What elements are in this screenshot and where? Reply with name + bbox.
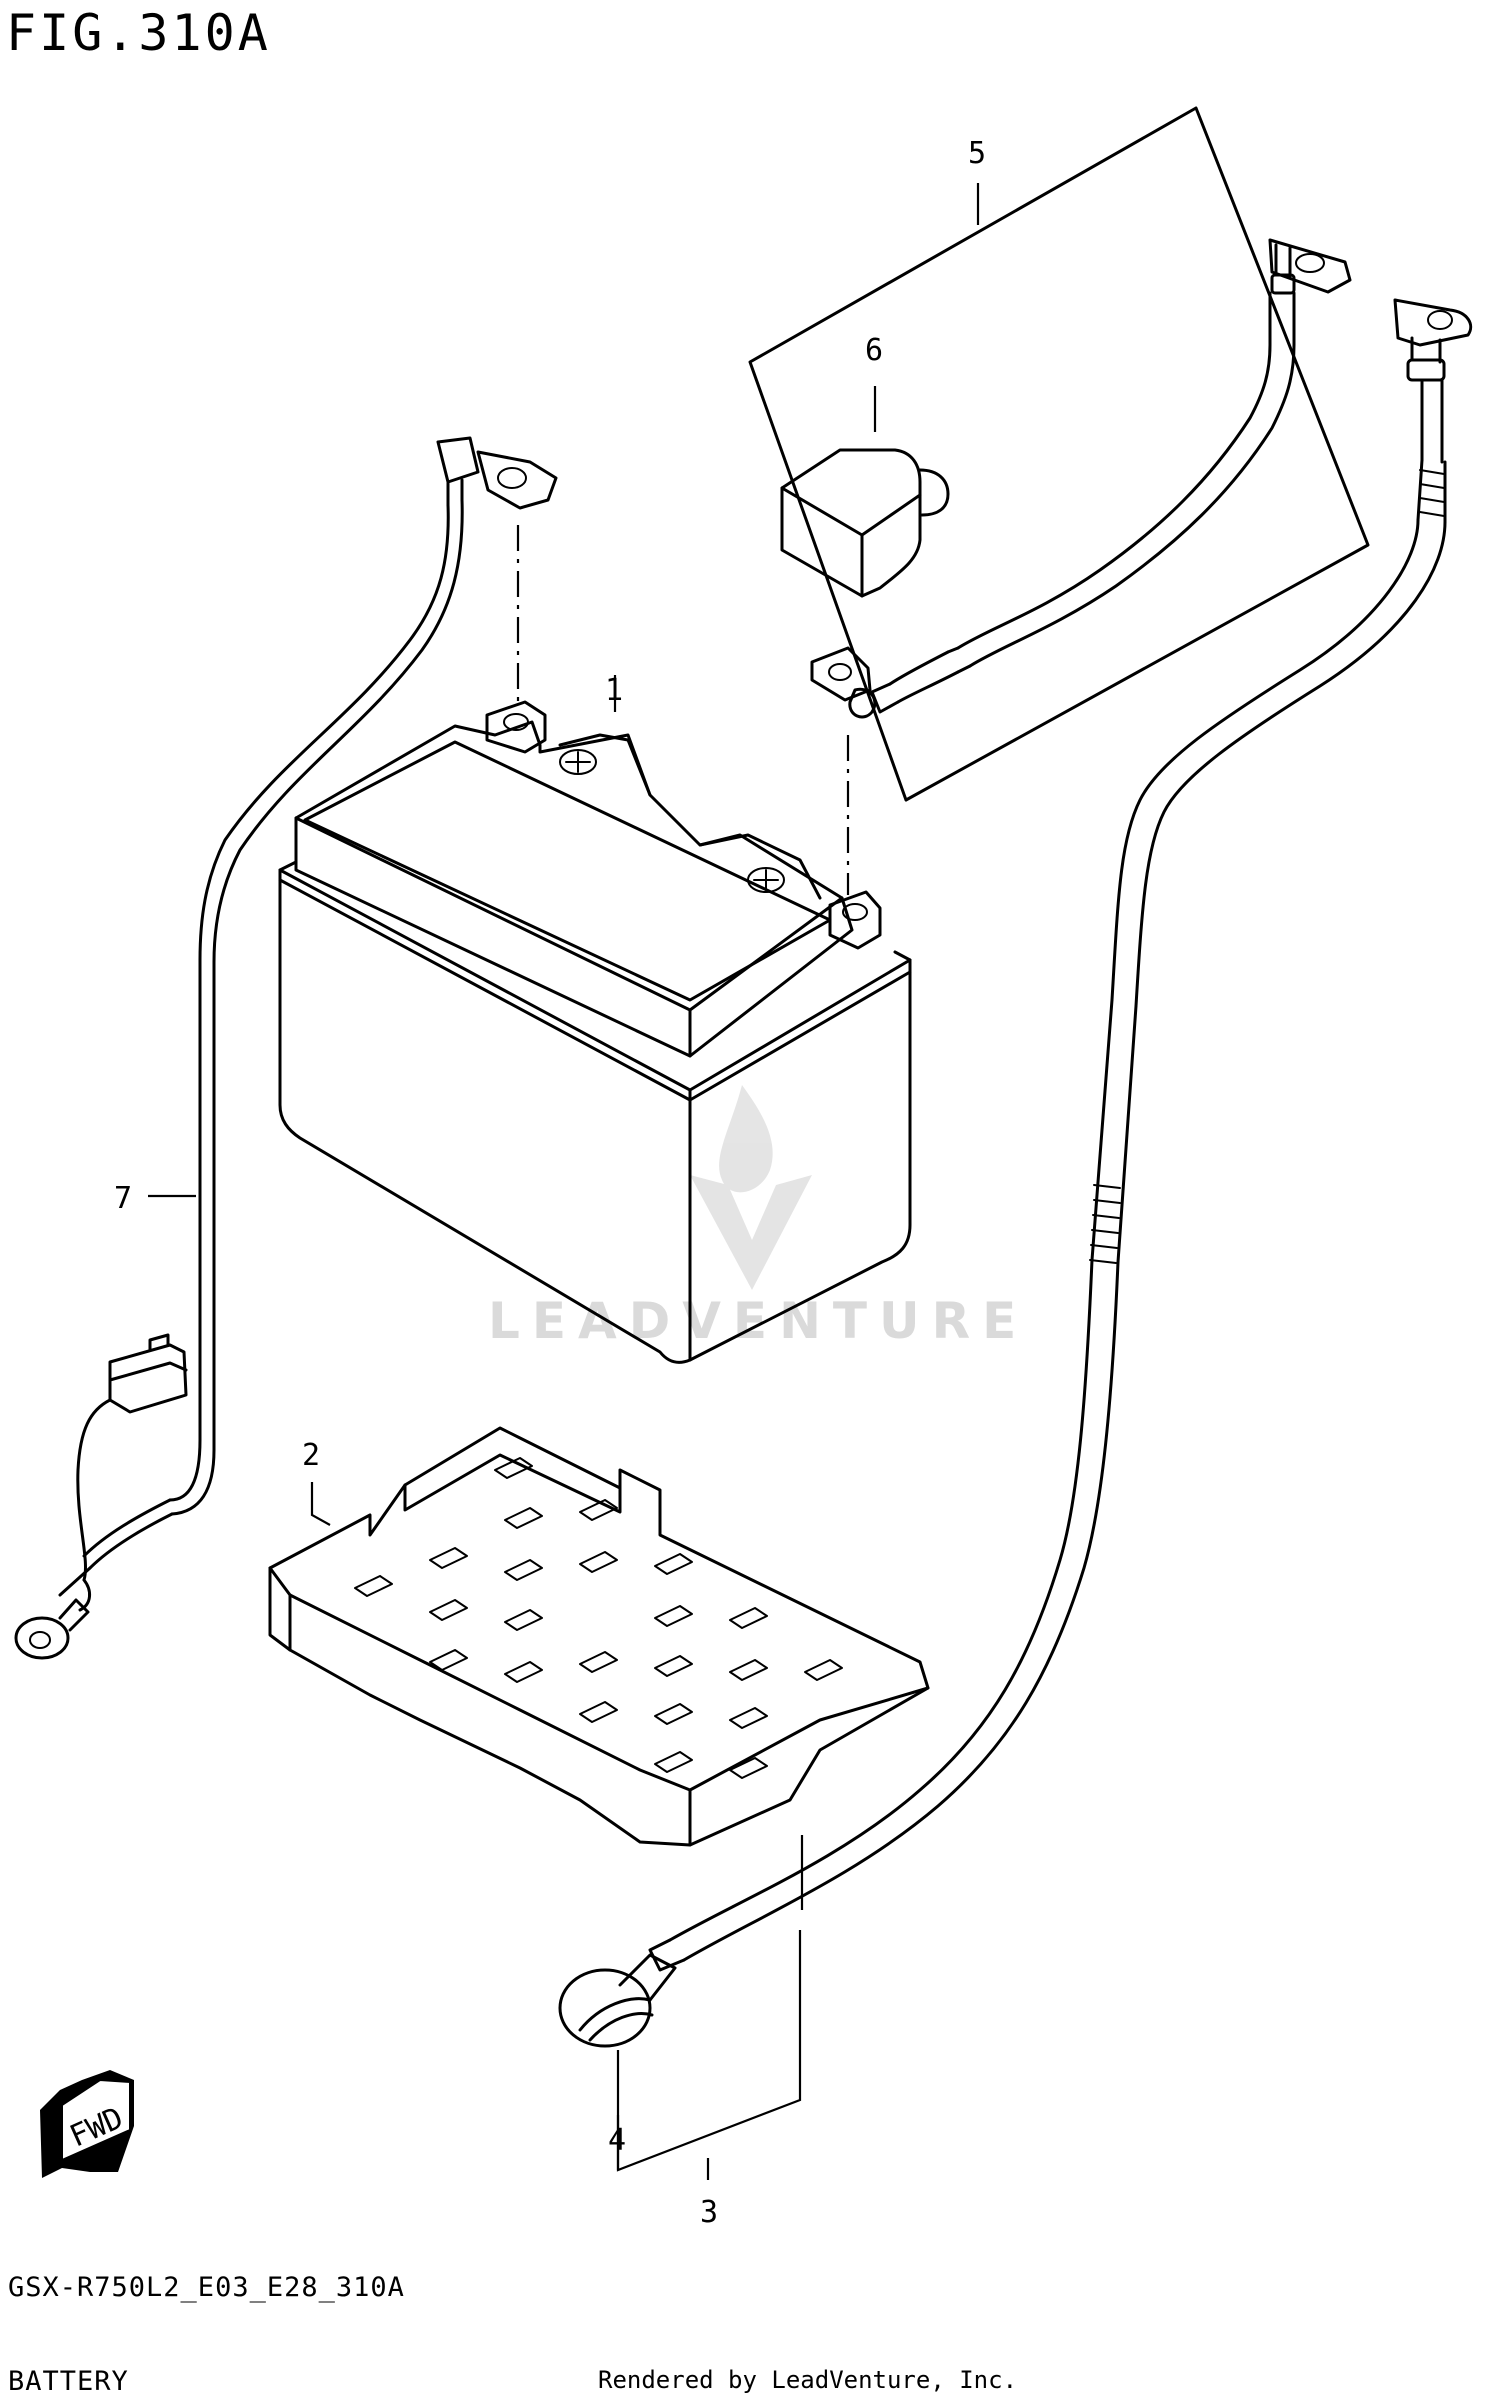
- callout-5: 5: [968, 136, 986, 171]
- tray-slots: [354, 1457, 843, 1779]
- callout-2: 2: [302, 1438, 320, 1473]
- leadventure-watermark: LEADVENTURE: [488, 1085, 1028, 1350]
- callout-numbers: 1 2 3 4 5 6 7: [114, 136, 986, 2230]
- part-6-terminal-cover: [780, 448, 950, 598]
- part-5-cable: [810, 238, 1352, 719]
- part-7-ground-lead: [14, 436, 558, 1660]
- callout-7: 7: [114, 1181, 132, 1216]
- callout-6: 6: [865, 333, 883, 368]
- section-title: BATTERY: [8, 2366, 129, 2397]
- callout-3: 3: [700, 2195, 718, 2230]
- part-2-battery-tray: [268, 1426, 930, 1847]
- part-5-kit-panel: [748, 106, 1370, 802]
- diagram-code: GSX-R750L2_E03_E28_310A: [8, 2272, 405, 2303]
- watermark-flame-icon: [719, 1085, 773, 1193]
- callout-4: 4: [608, 2123, 626, 2158]
- figure-title: FIG.310A: [6, 4, 271, 62]
- leader-lines: [148, 183, 980, 2180]
- callout-1: 1: [605, 673, 623, 708]
- part-3-starter-cable: [648, 298, 1473, 1972]
- watermark-text: LEADVENTURE: [488, 1292, 1028, 1350]
- fwd-arrow: FWD: [40, 2070, 134, 2178]
- part-4-terminal-cap: [558, 1953, 677, 2048]
- watermark-v-icon: [690, 1175, 812, 1290]
- rendered-by-credit: Rendered by LeadVenture, Inc.: [598, 2366, 1018, 2394]
- part-1-battery: [278, 700, 912, 1364]
